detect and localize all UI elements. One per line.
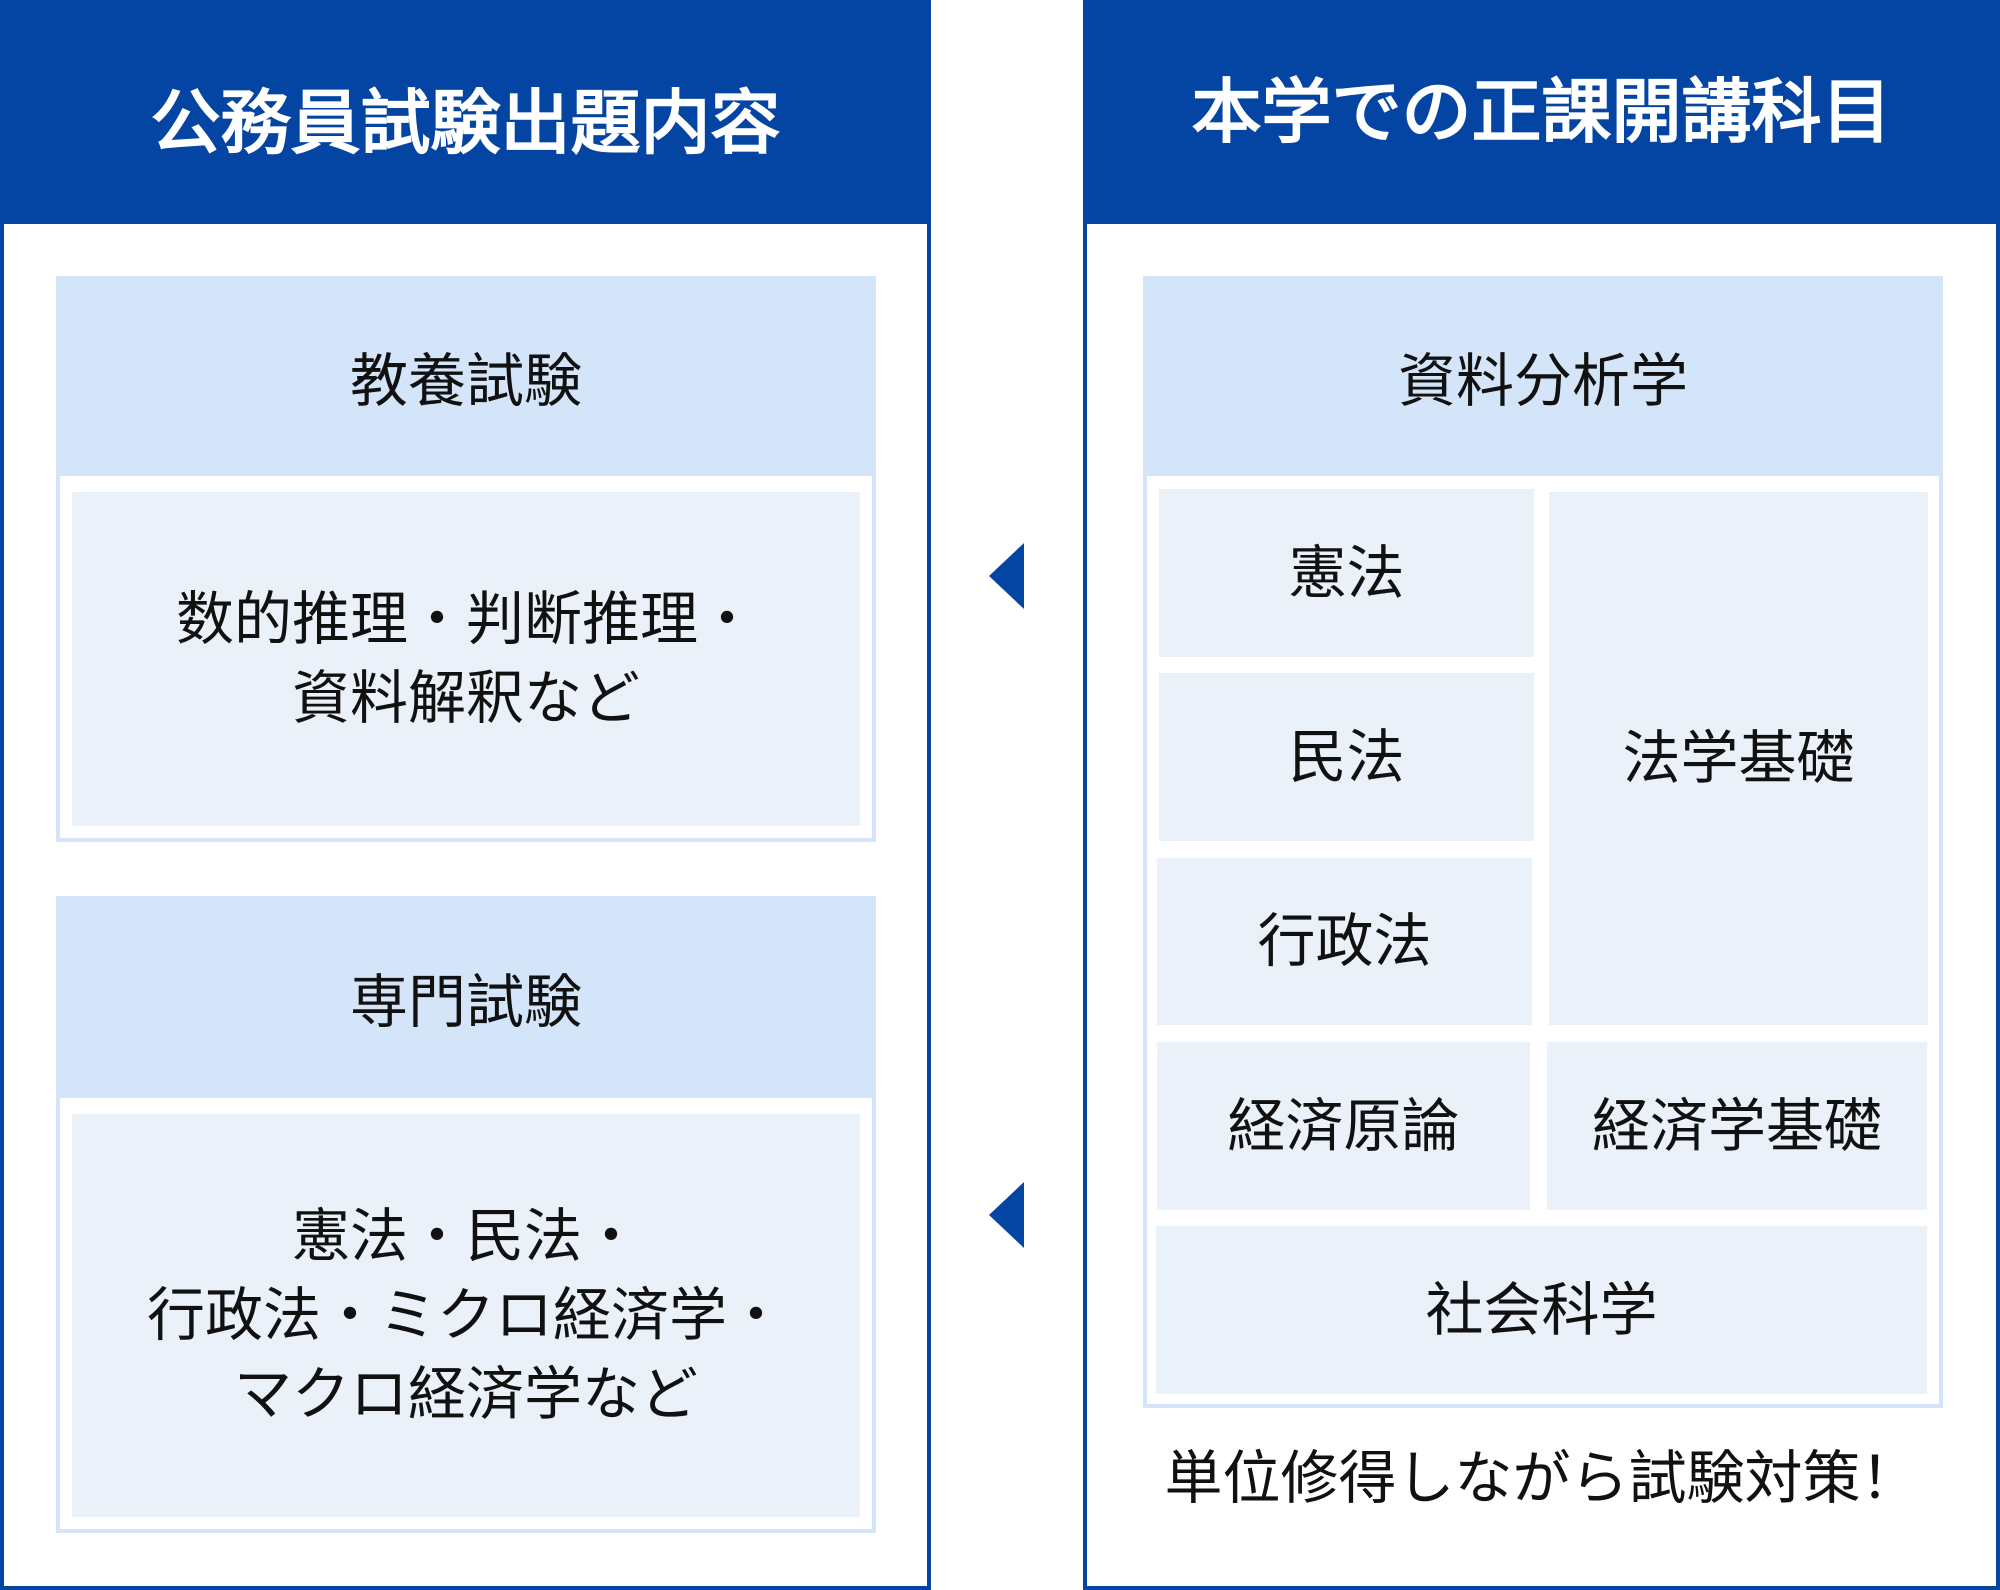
course-cell-minpo: 民法 — [1159, 673, 1534, 841]
course-cell-kenpo: 憲法 — [1159, 489, 1534, 657]
content-line: 行政法・ミクロ経済学・ — [146, 1281, 785, 1349]
content-line: 数的推理・判断推理・ — [175, 585, 756, 653]
specialized-exam-heading: 専門試験 — [56, 896, 876, 1098]
general-exam-heading: 教養試験 — [56, 276, 876, 476]
specialized-exam-content: 憲法・民法・ 行政法・ミクロ経済学・ マクロ経済学など — [72, 1114, 860, 1517]
course-cell-keizai-genron: 経済原論 — [1157, 1042, 1530, 1210]
course-cell-gyoseiho: 行政法 — [1157, 858, 1532, 1025]
course-cell-shakai-kagaku: 社会科学 — [1156, 1226, 1927, 1394]
content-line: 憲法・民法・ — [291, 1202, 640, 1270]
content-line: マクロ経済学など — [233, 1360, 698, 1428]
university-courses-title: 本学での正課開講科目 — [1083, 0, 2000, 224]
content-line: 資料解釈など — [291, 664, 640, 732]
exam-content-title: 公務員試験出題内容 — [0, 0, 931, 224]
triangle-left-icon — [989, 1182, 1024, 1248]
data-analysis-heading: 資料分析学 — [1143, 276, 1943, 476]
course-cell-keizaigaku-kiso: 経済学基礎 — [1547, 1042, 1927, 1210]
general-exam-content: 数的推理・判断推理・ 資料解釈など — [72, 492, 860, 826]
triangle-left-icon — [989, 543, 1024, 609]
footer-note: 単位修得しながら試験対策！ — [1164, 1444, 1919, 1512]
course-cell-hogaku-kiso: 法学基礎 — [1549, 492, 1928, 1025]
